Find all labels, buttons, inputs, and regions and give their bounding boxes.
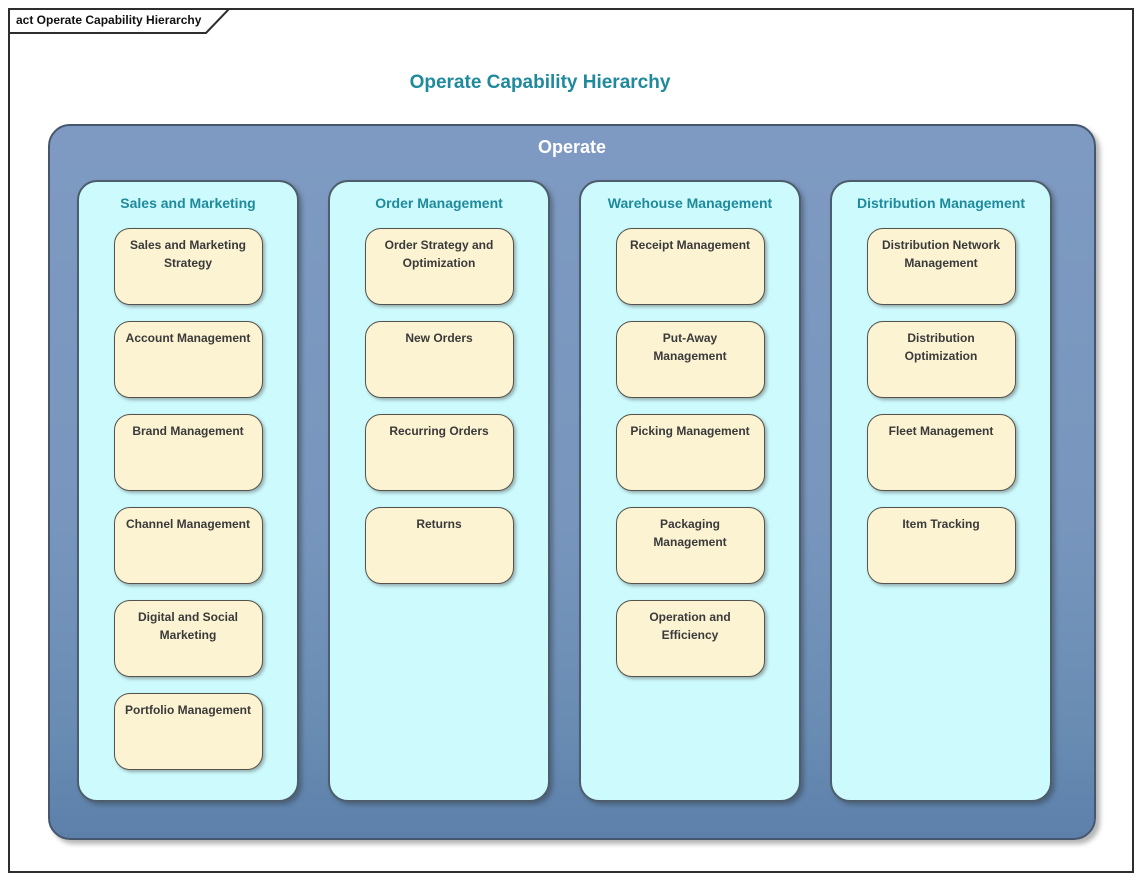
capability-group-items: Receipt Management Put-Away Management P… [581,228,799,677]
capability-box-channel-management[interactable]: Channel Management [113,507,263,584]
capability-box-label: Distribution Optimization [904,331,978,363]
capability-group-order-management[interactable]: Order Management Order Strategy and Opti… [328,180,550,802]
capability-box-label: Put-Away Management [653,331,727,363]
capability-box-put-away-management[interactable]: Put-Away Management [615,321,765,398]
capability-box-sales-and-marketing-strategy[interactable]: Sales and Marketing Strategy [113,228,263,305]
capability-box-label: Operation and Efficiency [649,610,731,642]
capability-box-label: Distribution Network Management [881,238,1000,270]
capability-box-distribution-network-management[interactable]: Distribution Network Management [866,228,1016,305]
capability-box-operation-and-efficiency[interactable]: Operation and Efficiency [615,600,765,677]
capability-box-brand-management[interactable]: Brand Management [113,414,263,491]
capability-group-items: Order Strategy and Optimization New Orde… [330,228,548,584]
capability-group-sales-and-marketing[interactable]: Sales and Marketing Sales and Marketing … [77,180,299,802]
frame-tab: act Operate Capability Hierarchy [8,8,238,34]
capability-group-title: Order Management [375,195,503,211]
capability-box-distribution-optimization[interactable]: Distribution Optimization [866,321,1016,398]
capability-box-label: Fleet Management [888,424,994,438]
capability-box-receipt-management[interactable]: Receipt Management [615,228,765,305]
frame-tab-shape [8,8,232,34]
capability-box-recurring-orders[interactable]: Recurring Orders [364,414,514,491]
capability-box-label: Order Strategy and Optimization [384,238,494,270]
capability-box-digital-and-social-marketing[interactable]: Digital and Social Marketing [113,600,263,677]
capability-box-portfolio-management[interactable]: Portfolio Management [113,693,263,770]
capability-box-order-strategy-and-optimization[interactable]: Order Strategy and Optimization [364,228,514,305]
capability-group-title: Distribution Management [856,195,1025,211]
operate-container-label: Operate [537,137,607,157]
capability-box-label: Digital and Social Marketing [137,610,239,642]
capability-group-distribution-management[interactable]: Distribution Management Distribution Net… [830,180,1052,802]
capability-box-label: Receipt Management [629,238,751,252]
capability-box-label: Item Tracking [902,517,980,531]
capability-box-returns[interactable]: Returns [364,507,514,584]
capability-group-title: Warehouse Management [607,195,773,211]
capability-box-label: Brand Management [132,424,244,438]
capability-box-fleet-management[interactable]: Fleet Management [866,414,1016,491]
capability-box-label: New Orders [405,331,473,345]
capability-box-item-tracking[interactable]: Item Tracking [866,507,1016,584]
operate-container[interactable]: Operate Sales and Marketing Sales and Ma… [48,124,1096,840]
capability-groups-row: Sales and Marketing Sales and Marketing … [77,180,1052,802]
capability-box-label: Account Management [125,331,251,345]
capability-box-packaging-management[interactable]: Packaging Management [615,507,765,584]
capability-box-label: Channel Management [125,517,251,531]
capability-group-items: Distribution Network Management Distribu… [832,228,1050,584]
capability-group-items: Sales and Marketing Strategy Account Man… [79,228,297,770]
capability-box-label: Returns [416,517,462,531]
capability-box-label: Picking Management [630,424,750,438]
capability-box-label: Sales and Marketing Strategy [129,238,247,270]
diagram-frame [8,8,1134,873]
capability-group-warehouse-management[interactable]: Warehouse Management Receipt Management … [579,180,801,802]
capability-box-picking-management[interactable]: Picking Management [615,414,765,491]
capability-group-title: Sales and Marketing [120,195,256,211]
capability-box-label: Packaging Management [653,517,727,549]
capability-box-label: Recurring Orders [389,424,489,438]
frame-tab-label: act Operate Capability Hierarchy [16,13,202,27]
capability-box-account-management[interactable]: Account Management [113,321,263,398]
capability-box-new-orders[interactable]: New Orders [364,321,514,398]
diagram-title: Operate Capability Hierarchy [409,72,671,93]
capability-box-label: Portfolio Management [124,703,251,717]
